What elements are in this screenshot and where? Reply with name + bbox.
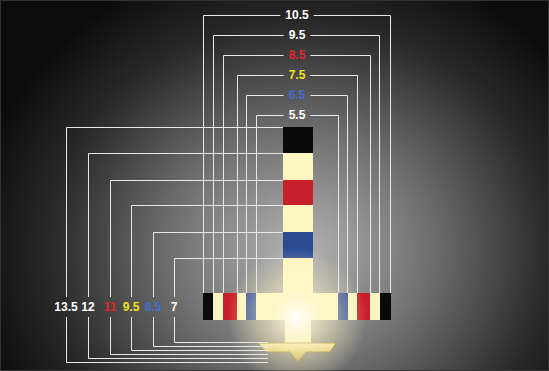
leader-line	[338, 116, 339, 294]
leader-line	[310, 115, 338, 116]
leader-line	[246, 96, 247, 294]
leader-line	[154, 232, 284, 233]
leader-line	[238, 75, 284, 76]
leader-line	[203, 16, 204, 294]
leader-line	[213, 36, 214, 294]
size-number: 12	[81, 300, 94, 314]
leader-line	[153, 233, 154, 298]
leader-line	[237, 76, 238, 294]
leader-line	[88, 317, 89, 359]
leader-line	[67, 362, 269, 363]
leader-line	[357, 76, 358, 294]
leader-line	[256, 116, 257, 294]
leader-line	[379, 36, 380, 294]
leader-line	[214, 35, 284, 36]
leader-line	[310, 95, 347, 96]
size-number: 9.5	[289, 28, 306, 42]
leader-line	[131, 206, 132, 298]
size-number: 13.5	[54, 300, 77, 314]
size-number: 9.5	[123, 300, 140, 314]
leader-line	[111, 354, 269, 355]
leader-line	[310, 75, 357, 76]
size-number: 8.5	[289, 48, 306, 62]
leader-line	[175, 342, 269, 343]
leader-line	[310, 35, 379, 36]
size-number: 7	[171, 300, 178, 314]
leader-line	[314, 15, 391, 16]
leader-line	[110, 317, 111, 355]
leader-line	[257, 115, 284, 116]
leader-line	[370, 56, 371, 294]
size-number: 10.5	[285, 8, 308, 22]
leader-line	[175, 258, 284, 259]
leader-line	[67, 127, 284, 128]
leader-line	[224, 55, 284, 56]
size-number: 6.5	[289, 88, 306, 102]
leader-line	[66, 128, 67, 298]
leader-line	[247, 95, 284, 96]
leader-line	[347, 96, 348, 294]
leader-line	[88, 154, 89, 298]
leader-line	[223, 56, 224, 294]
leader-line	[110, 181, 111, 298]
leader-line	[174, 317, 175, 343]
leader-line	[154, 346, 269, 347]
leader-line	[132, 205, 284, 206]
leader-line	[174, 259, 175, 298]
size-number: 7.5	[289, 68, 306, 82]
leader-line	[310, 55, 370, 56]
leader-line	[66, 317, 67, 363]
leader-line	[132, 350, 269, 351]
leader-line	[111, 180, 284, 181]
leader-line	[89, 153, 284, 154]
leader-line	[89, 358, 269, 359]
size-number: 11	[104, 300, 117, 314]
leader-line	[153, 317, 154, 347]
leader-line	[204, 15, 281, 16]
size-number: 5.5	[289, 108, 306, 122]
size-number: 8.5	[145, 300, 162, 314]
leader-line	[131, 317, 132, 351]
leader-line	[390, 16, 391, 294]
